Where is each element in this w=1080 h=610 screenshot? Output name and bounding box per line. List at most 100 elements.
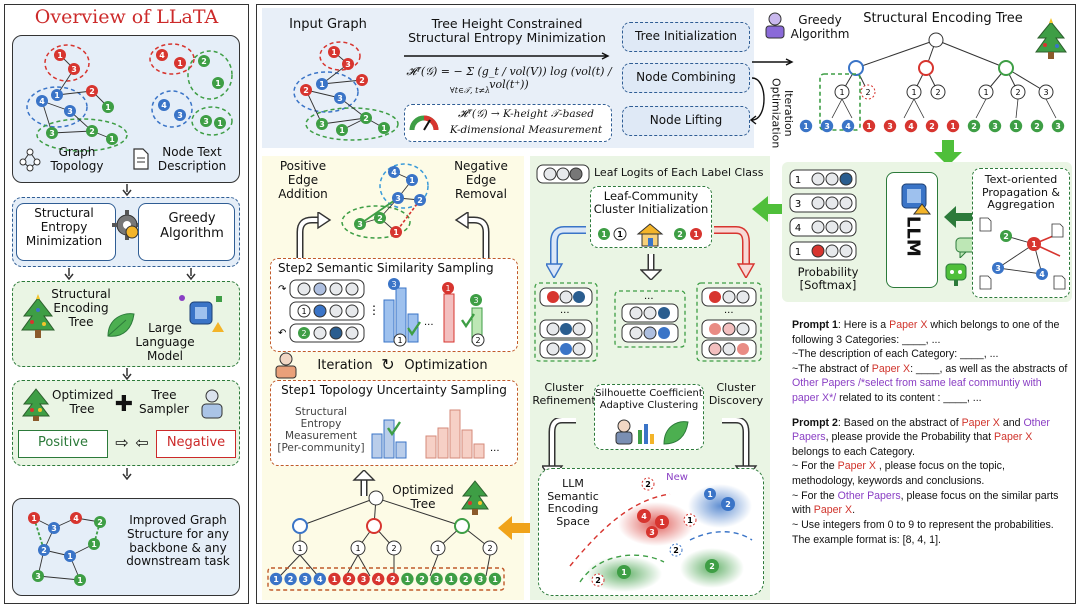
llm-space-clusters: 2 4 1 3 1 2 1 2 1 2 2 bbox=[569, 477, 753, 592]
blue-cluster-vectors: ··· bbox=[534, 282, 598, 362]
propagation-arrow bbox=[944, 206, 974, 228]
step1-measure-label: Structural Entropy Measurement [Per-comm… bbox=[277, 406, 365, 455]
svg-text:⋮: ⋮ bbox=[368, 303, 380, 317]
probability-cell bbox=[839, 244, 853, 258]
svg-text:2: 2 bbox=[1015, 88, 1020, 97]
paper-x-highlight: Paper X bbox=[871, 362, 911, 375]
svg-text:3: 3 bbox=[391, 280, 396, 289]
prompt2: Prompt 2: Based on the abstract of Paper… bbox=[792, 416, 1070, 460]
paper-x-highlight: Paper X bbox=[961, 416, 1000, 429]
tree-leaf bbox=[1009, 119, 1023, 133]
tree-leaf bbox=[299, 572, 312, 586]
negative-box bbox=[156, 430, 236, 458]
llm-chip-icon bbox=[901, 183, 932, 215]
tree-leaf-label: 1 bbox=[332, 575, 338, 584]
prompt1-comment: /*select from same leaf communtiy with p… bbox=[792, 377, 1042, 405]
tree-leaf bbox=[459, 572, 472, 586]
double-arrow-left: ⇦ bbox=[135, 433, 149, 452]
llm-block-label: LLM bbox=[902, 215, 924, 257]
tree-leaf-label: 1 bbox=[273, 575, 279, 584]
gauge-icon bbox=[409, 115, 439, 131]
prompt1-text: ~The abstract of bbox=[792, 362, 872, 375]
entropy-formula: 𝓗ᵀ(𝒢) = − Σ (g_t / vol(V)) log (vol(t) /… bbox=[406, 65, 612, 91]
green-down-arrow bbox=[934, 140, 962, 166]
svg-text:2: 2 bbox=[359, 76, 365, 85]
document-icon bbox=[133, 148, 149, 170]
tree-leaf bbox=[401, 572, 414, 586]
svg-text:1: 1 bbox=[601, 230, 607, 239]
other-papers-highlight: Other Papers bbox=[792, 416, 1050, 444]
christmas-tree-icon bbox=[21, 294, 55, 338]
tree-leaf-label: 1 bbox=[803, 122, 809, 131]
curved-up-arrow-right bbox=[454, 212, 490, 258]
svg-text:4: 4 bbox=[73, 514, 79, 523]
tree-leaf-label: 4 bbox=[908, 122, 914, 131]
tree-leaf bbox=[841, 119, 855, 133]
probability-cell bbox=[839, 196, 853, 210]
double-arrow-right: ⇨ bbox=[115, 433, 129, 452]
positive-edge-addition-label: Positive Edge Addition bbox=[278, 159, 328, 201]
step1-up-arrow bbox=[352, 470, 376, 496]
svg-text:1: 1 bbox=[397, 336, 402, 345]
probability-row-label: 1 bbox=[795, 175, 801, 186]
tree-leaf-label: 4 bbox=[317, 575, 323, 584]
svg-text:1: 1 bbox=[339, 126, 345, 135]
tree-leaf bbox=[386, 572, 399, 586]
tree-leaf bbox=[883, 119, 897, 133]
tree-leaf-label: 3 bbox=[992, 122, 998, 131]
tree-leaf bbox=[430, 572, 443, 586]
svg-text:2: 2 bbox=[391, 544, 396, 553]
tree-leaf-label: 3 bbox=[824, 122, 830, 131]
svg-text:1: 1 bbox=[297, 544, 302, 553]
blue-curved-arrow bbox=[546, 226, 586, 278]
other-papers-highlight: Other Papers bbox=[792, 377, 856, 390]
prompt2-paperx: ~ For the Paper X , please focus on the … bbox=[792, 459, 1070, 488]
llm-space-label: LLM Semantic Encoding Space bbox=[547, 477, 599, 528]
prompt2-text: . bbox=[852, 504, 856, 517]
svg-text:2: 2 bbox=[1003, 232, 1009, 241]
tree-leaf bbox=[799, 119, 813, 133]
svg-text:1: 1 bbox=[983, 88, 988, 97]
tree-leaf-label: 1 bbox=[448, 575, 454, 584]
leaf-logits-label: Leaf Logits of Each Label Class bbox=[594, 166, 764, 179]
svg-text:1: 1 bbox=[217, 119, 223, 128]
svg-text:2: 2 bbox=[475, 336, 480, 345]
input-graph-title: Input Graph bbox=[289, 17, 367, 32]
negative-label: Negative bbox=[166, 435, 226, 450]
step1-title: Step1 Topology Uncertainty Sampling bbox=[281, 383, 507, 397]
svg-text:1: 1 bbox=[911, 88, 916, 97]
optimized-tree-title: Optimized Tree bbox=[392, 483, 454, 511]
svg-text:2: 2 bbox=[363, 114, 369, 123]
tree-leaf bbox=[488, 572, 502, 586]
step1-bars: ··· bbox=[371, 409, 500, 459]
graph-topology-icon bbox=[19, 148, 41, 172]
christmas-tree-icon bbox=[1035, 18, 1067, 59]
svg-text:1: 1 bbox=[109, 135, 115, 144]
greedy-box bbox=[138, 203, 235, 261]
probability-row-label: 3 bbox=[795, 199, 801, 210]
svg-text:3: 3 bbox=[345, 60, 351, 69]
tree-leaf-label: 2 bbox=[288, 575, 294, 584]
probability-cell bbox=[825, 244, 839, 258]
svg-text:···: ··· bbox=[560, 308, 570, 319]
svg-text:3: 3 bbox=[71, 65, 77, 74]
node-combining-box: Node Combining bbox=[622, 63, 750, 93]
svg-text:2: 2 bbox=[595, 576, 601, 585]
prompt2-text: belongs to each Category. bbox=[792, 445, 915, 458]
entropy-formula-subscript: ∀t∈𝒯, t≠λ bbox=[449, 86, 491, 95]
new-label: New bbox=[666, 472, 688, 483]
tree-leaf-label: 2 bbox=[1034, 122, 1040, 131]
tree-leaf-label: 1 bbox=[866, 122, 872, 131]
tree-leaf bbox=[904, 119, 918, 133]
svg-text:3: 3 bbox=[49, 129, 55, 138]
down-arrow bbox=[186, 268, 196, 280]
christmas-tree-icon bbox=[22, 388, 50, 421]
tree-leaf bbox=[946, 119, 960, 133]
tree-leaf bbox=[862, 119, 876, 133]
prompt2-text: , please focus on the similar parts with bbox=[792, 489, 1059, 517]
svg-text:1: 1 bbox=[693, 230, 699, 239]
negative-edge-removal-label: Negative Edge Removal bbox=[454, 159, 508, 201]
svg-text:3: 3 bbox=[203, 117, 209, 126]
measurement-box bbox=[404, 104, 612, 142]
tree-leaf bbox=[474, 572, 487, 586]
